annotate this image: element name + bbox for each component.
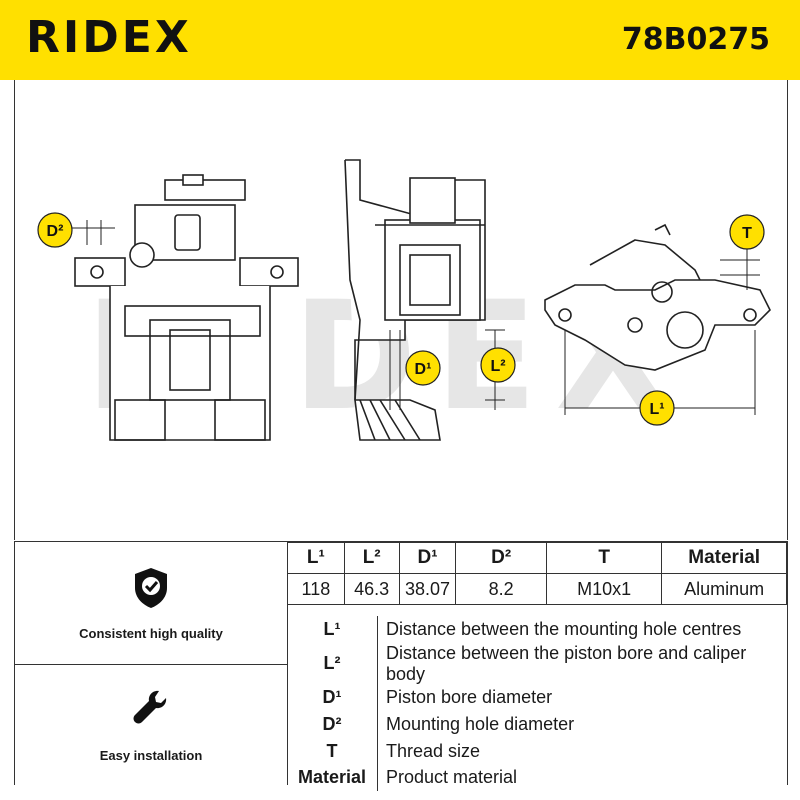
specifications-section: Consistent high quality Easy installatio…	[14, 541, 788, 791]
legend-row: L² Distance between the piston bore and …	[287, 642, 787, 685]
callout-d2: D²	[47, 223, 64, 240]
col-header-d2: D²	[455, 542, 547, 574]
callout-l2: L²	[490, 358, 505, 375]
section-view	[344, 159, 486, 441]
legend-symbol: L²	[287, 642, 378, 685]
wrench-icon	[133, 690, 167, 724]
col-header-l2: L²	[343, 542, 400, 574]
callout-t: T	[742, 225, 752, 242]
specs-table: L¹ L² D¹ D² T Material 118 46.3 38.07 8.…	[287, 542, 787, 605]
legend-symbol: T	[287, 737, 378, 765]
features-panel: Consistent high quality Easy installatio…	[15, 542, 288, 785]
legend-table: L¹ Distance between the mounting hole ce…	[287, 616, 787, 791]
legend-description: Thread size	[386, 740, 481, 761]
brand-logo: RIDEX	[26, 12, 192, 63]
legend-row: D¹ Piston bore diameter	[287, 684, 787, 712]
legend-symbol: D¹	[287, 684, 378, 712]
legend-description: Mounting hole diameter	[386, 713, 575, 734]
feature-label: Easy installation	[99, 748, 203, 763]
value-material: Aluminum	[661, 573, 787, 605]
front-view	[74, 174, 299, 441]
col-header-d1: D¹	[398, 542, 457, 574]
panel-divider	[15, 664, 287, 665]
part-number: 78B0275	[621, 22, 770, 57]
technical-drawing: RIDEX	[14, 80, 788, 540]
legend-row: T Thread size	[287, 737, 787, 765]
value-d2: 8.2	[455, 573, 547, 605]
caliper-drawing: D² D¹ L² T L¹	[37, 159, 771, 441]
specs-header-row: L¹ L² D¹ D² T Material	[287, 542, 787, 574]
value-d1: 38.07	[398, 573, 457, 605]
callout-l1: L¹	[649, 401, 664, 418]
legend-symbol: D²	[287, 711, 378, 738]
legend-row: L¹ Distance between the mounting hole ce…	[287, 616, 787, 643]
legend-symbol: L¹	[287, 616, 378, 643]
value-t: M10x1	[545, 573, 663, 605]
legend-symbol: Material	[287, 764, 378, 791]
rear-view	[544, 223, 771, 371]
col-header-t: T	[545, 542, 663, 574]
header-bar: RIDEX 78B0275	[0, 0, 800, 80]
feature-quality: Consistent high quality	[15, 562, 287, 662]
value-l1: 118	[287, 573, 345, 605]
callout-d1: D¹	[415, 361, 432, 378]
specs-value-row: 118 46.3 38.07 8.2 M10x1 Aluminum	[287, 573, 787, 605]
feature-label: Consistent high quality	[79, 626, 223, 641]
legend-row: D² Mounting hole diameter	[287, 711, 787, 738]
value-l2: 46.3	[343, 573, 400, 605]
legend-row: Material Product material	[287, 764, 787, 791]
legend-description: Product material	[386, 767, 518, 788]
shield-check-icon	[135, 568, 167, 608]
legend-description: Piston bore diameter	[386, 687, 553, 708]
legend-description: Distance between the mounting hole centr…	[386, 618, 742, 639]
legend-description: Distance between the piston bore and cal…	[386, 642, 747, 684]
col-header-material: Material	[661, 542, 787, 574]
col-header-l1: L¹	[287, 542, 345, 574]
feature-installation: Easy installation	[15, 682, 287, 782]
